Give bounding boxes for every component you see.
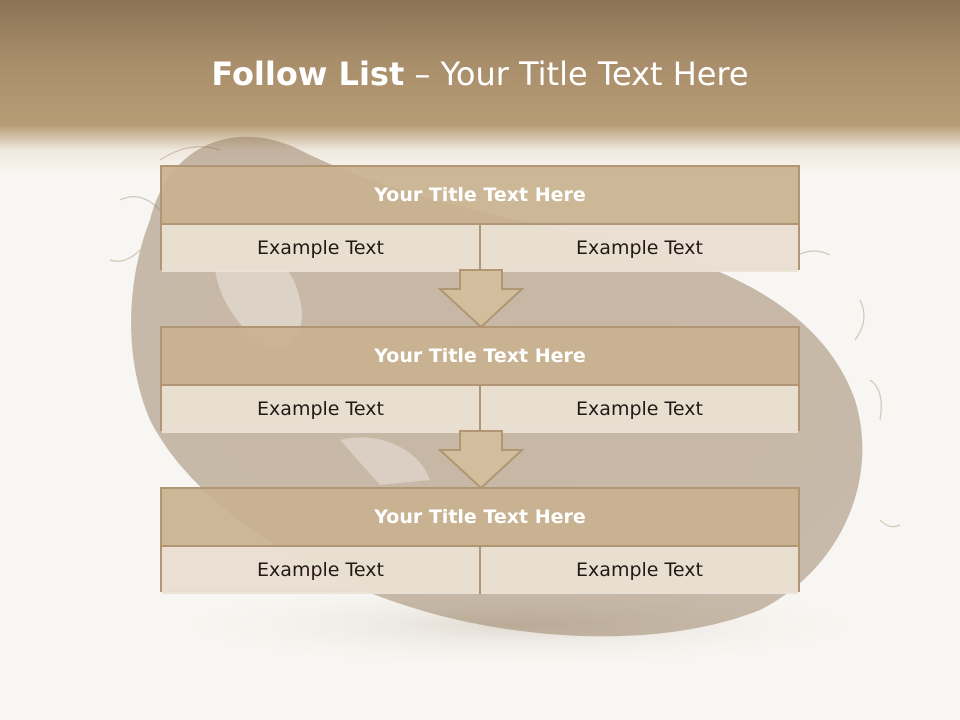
down-arrow-icon <box>438 269 524 329</box>
block-cell-right: Example Text <box>479 386 798 433</box>
block-title: Your Title Text Here <box>162 328 798 386</box>
list-block-1: Your Title Text Here Example Text Exampl… <box>160 165 800 272</box>
slide-title: Follow List – Your Title Text Here <box>0 55 960 93</box>
block-title: Your Title Text Here <box>162 167 798 225</box>
block-cell-right: Example Text <box>479 547 798 594</box>
slide-title-bold: Follow List <box>211 55 405 93</box>
block-cells: Example Text Example Text <box>162 547 798 594</box>
slide-title-rest: – Your Title Text Here <box>404 55 749 93</box>
list-block-3: Your Title Text Here Example Text Exampl… <box>160 487 800 594</box>
block-cell-right: Example Text <box>479 225 798 272</box>
block-cells: Example Text Example Text <box>162 386 798 433</box>
block-cell-left: Example Text <box>162 547 479 594</box>
block-title: Your Title Text Here <box>162 489 798 547</box>
down-arrow-icon <box>438 430 524 490</box>
list-block-2: Your Title Text Here Example Text Exampl… <box>160 326 800 433</box>
block-cell-left: Example Text <box>162 225 479 272</box>
header-band <box>0 0 960 175</box>
block-cells: Example Text Example Text <box>162 225 798 272</box>
block-cell-left: Example Text <box>162 386 479 433</box>
